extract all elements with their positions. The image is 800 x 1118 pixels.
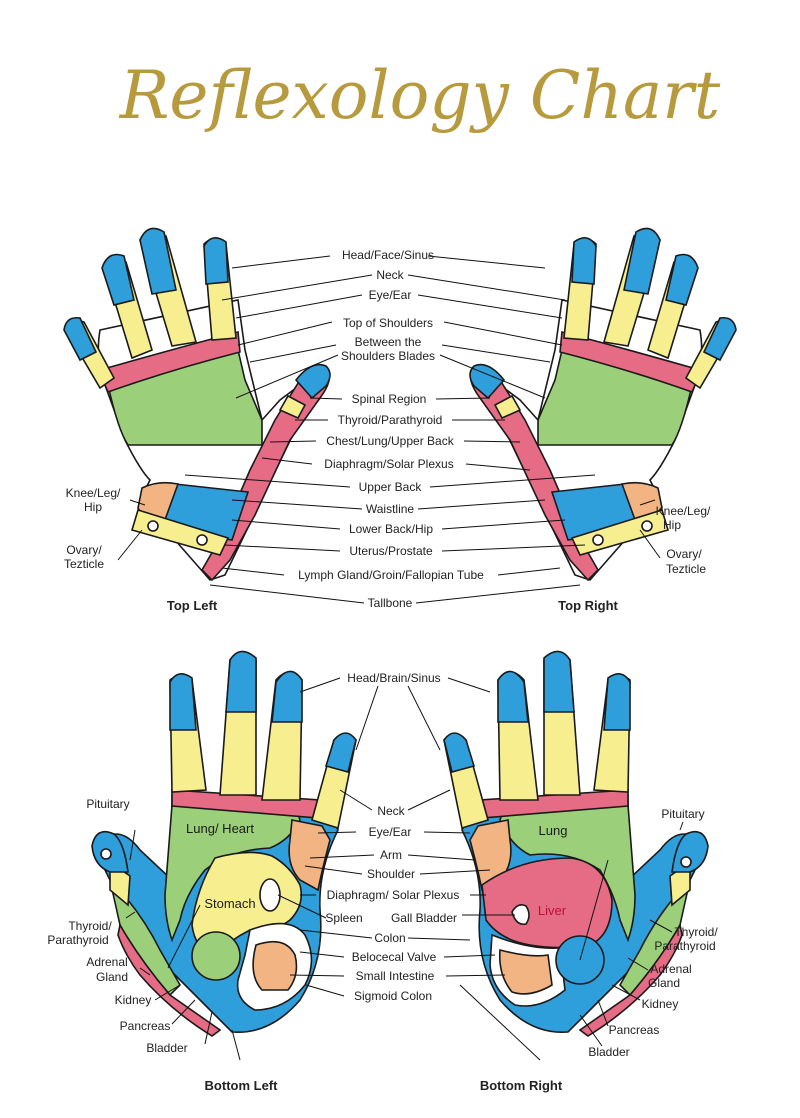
thumb-pink-left [117,922,222,1037]
label-pancreas-left: Pancreas [120,1019,171,1033]
label-bladder-left: Bladder [146,1041,187,1055]
label-colon: Colon [374,931,405,945]
chart-title: Reflexology Chart [119,57,721,134]
label-head-face-sinus: Head/Face/Sinus [342,248,434,262]
top-labels: Head/Face/Sinus Neck Eye/Ear Top of Shou… [64,248,711,613]
shoulder-zone-right [559,330,701,393]
thumb-tip-left [294,363,331,400]
thumb-tip-right [469,363,506,400]
label-adrenal-left-1: Adrenal [86,955,127,969]
ovary-marker-left-2 [196,534,208,546]
label-thyroid-right-1: Thyroid/ [674,925,718,939]
pituitary-marker-left [100,848,112,860]
label-spleen: Spleen [325,911,362,925]
label-between-the: Between the [355,335,422,349]
label-thyroid-parathyroid-top: Thyroid/Parathyroid [338,413,443,427]
label-upper-back: Upper Back [359,480,423,494]
label-gall-bladder: Gall Bladder [391,911,457,925]
ovary-marker-left-1 [147,520,159,532]
top-leader-lines [117,255,661,604]
spleen-zone [259,878,281,912]
thumb-yellow-left [278,394,307,420]
ovary-marker-right-1 [641,520,653,532]
caption-top-left: Top Left [167,598,218,613]
label-neck-bottom: Neck [377,804,405,818]
label-pituitary-right: Pituitary [661,807,704,821]
label-lymph-gland: Lymph Gland/Groin/Fallopian Tube [298,568,484,582]
lung-zone [499,804,636,943]
small-intestine-zone-left [252,940,298,991]
fingers-bottom-left [169,650,357,830]
label-liver: Liver [538,903,567,918]
label-diaphragm-solar-plexus-top: Diaphragm/Solar Plexus [324,457,453,471]
label-pancreas-right: Pancreas [609,1023,660,1037]
label-pituitary-left: Pituitary [86,797,129,811]
label-kidney-right: Kidney [642,997,679,1011]
label-waistline: Waistline [366,502,415,516]
top-right-hand [469,227,737,582]
bottom-labels: Head/Brain/Sinus Neck Eye/Ear Arm Should… [47,671,718,1093]
label-thyroid-right-2: Parathyroid [654,939,715,953]
bottom-leader-lines [125,677,684,1061]
label-neck-top: Neck [376,268,404,282]
label-ovary-left-1: Ovary/ [66,543,102,557]
pituitary-marker-right [680,856,692,868]
label-kidney-left: Kidney [115,993,152,1007]
ovary-marker-right-2 [592,534,604,546]
caption-top-right: Top Right [558,598,618,613]
thumb-yellow-right [493,394,522,420]
label-arm: Arm [380,848,402,862]
label-tailbone: Tallbone [368,596,413,610]
label-bladder-right: Bladder [588,1045,629,1059]
bottom-left-hand: Lung/ Heart Stomach [91,650,357,1037]
shoulder-zone-left [99,330,241,393]
label-ovary-right-2: Tezticle [666,562,706,576]
label-sigmoid-colon: Sigmoid Colon [354,989,432,1003]
arm-shoulder-zone-left [288,819,331,892]
label-thyroid-left-1: Thyroid/ [68,919,112,933]
label-small-intestine: Small Intestine [356,969,435,983]
label-knee-leg-left-2: Hip [84,500,102,514]
label-lung: Lung [539,823,568,838]
label-shoulders-blades: Shoulders Blades [341,349,435,363]
label-knee-leg-right-2: Hip [663,518,681,532]
caption-bottom-left: Bottom Left [205,1078,279,1093]
label-spinal-region: Spinal Region [352,392,427,406]
fingers-top-right [563,227,737,390]
caption-bottom-right: Bottom Right [480,1078,563,1093]
label-ovary-right-1: Ovary/ [666,547,702,561]
label-eye-ear-top: Eye/Ear [369,288,412,302]
lung-heart-zone [164,804,301,943]
label-uterus-prostate: Uterus/Prostate [349,544,433,558]
fingers-bottom-right [443,650,631,830]
label-adrenal-left-2: Gland [96,970,128,984]
label-lung-heart: Lung/ Heart [186,821,254,836]
label-shoulder: Shoulder [367,867,415,881]
label-diaphragm-solar-plexus-bottom: Diaphragm/ Solar Plexus [327,888,460,902]
label-adrenal-right-1: Adrenal [650,962,691,976]
fingers-top-left [63,227,237,390]
small-intestine-zone-right [498,948,553,995]
top-left-hand [63,227,331,582]
label-knee-leg-right-1: Knee/Leg/ [656,504,711,518]
gall-bladder-zone [511,904,530,926]
thumb-pink-right [578,922,683,1037]
liver-zone [481,857,613,949]
label-head-brain-sinus: Head/Brain/Sinus [347,671,440,685]
label-stomach: Stomach [204,896,255,911]
label-ovary-left-2: Tezticle [64,557,104,571]
label-thyroid-left-2: Parathyroid [47,933,108,947]
label-top-of-shoulders: Top of Shoulders [343,316,433,330]
label-knee-leg-left-1: Knee/Leg/ [66,486,121,500]
kidney-zone-left [191,931,241,981]
label-chest-lung-upper-back: Chest/Lung/Upper Back [326,434,454,448]
label-belocecal-valve: Belocecal Valve [352,950,437,964]
label-adrenal-right-2: Gland [648,976,680,990]
label-lower-back-hip: Lower Back/Hip [349,522,433,536]
label-eye-ear-bottom: Eye/Ear [369,825,412,839]
